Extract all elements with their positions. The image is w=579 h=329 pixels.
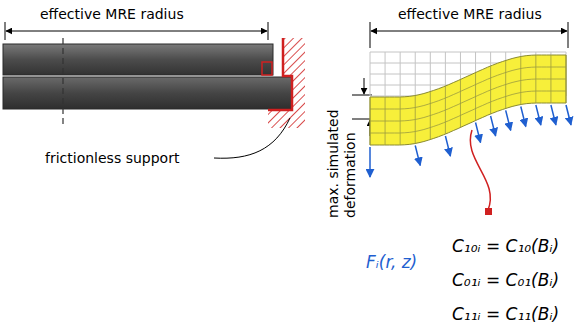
dimension-label: effective MRE radius xyxy=(398,6,542,23)
parameter-equation: C₁₀ᵢ = C₁₀(Bᵢ) xyxy=(452,236,559,257)
dimension-line xyxy=(5,22,268,40)
element-marker xyxy=(485,208,492,215)
force-label: Fᵢ(r, z) xyxy=(366,252,417,273)
symmetry-axis xyxy=(62,38,63,128)
dimension-line xyxy=(370,22,568,48)
mre-lower-layer xyxy=(3,77,292,109)
parameter-equation: C₀₁ᵢ = C₀₁(Bᵢ) xyxy=(452,270,559,291)
contact-face xyxy=(262,62,272,75)
parameter-equation: C₁₁ᵢ = C₁₁(Bᵢ) xyxy=(452,304,559,325)
mre-upper-layer xyxy=(3,44,273,75)
leader-line xyxy=(214,118,290,158)
deformation-label: max. simulated deformation xyxy=(325,88,359,218)
support-face xyxy=(268,38,292,110)
deformation-dimension xyxy=(352,78,372,136)
support-label: frictionless support xyxy=(45,150,179,167)
dimension-label: effective MRE radius xyxy=(40,6,184,23)
frictionless-support xyxy=(268,38,305,128)
